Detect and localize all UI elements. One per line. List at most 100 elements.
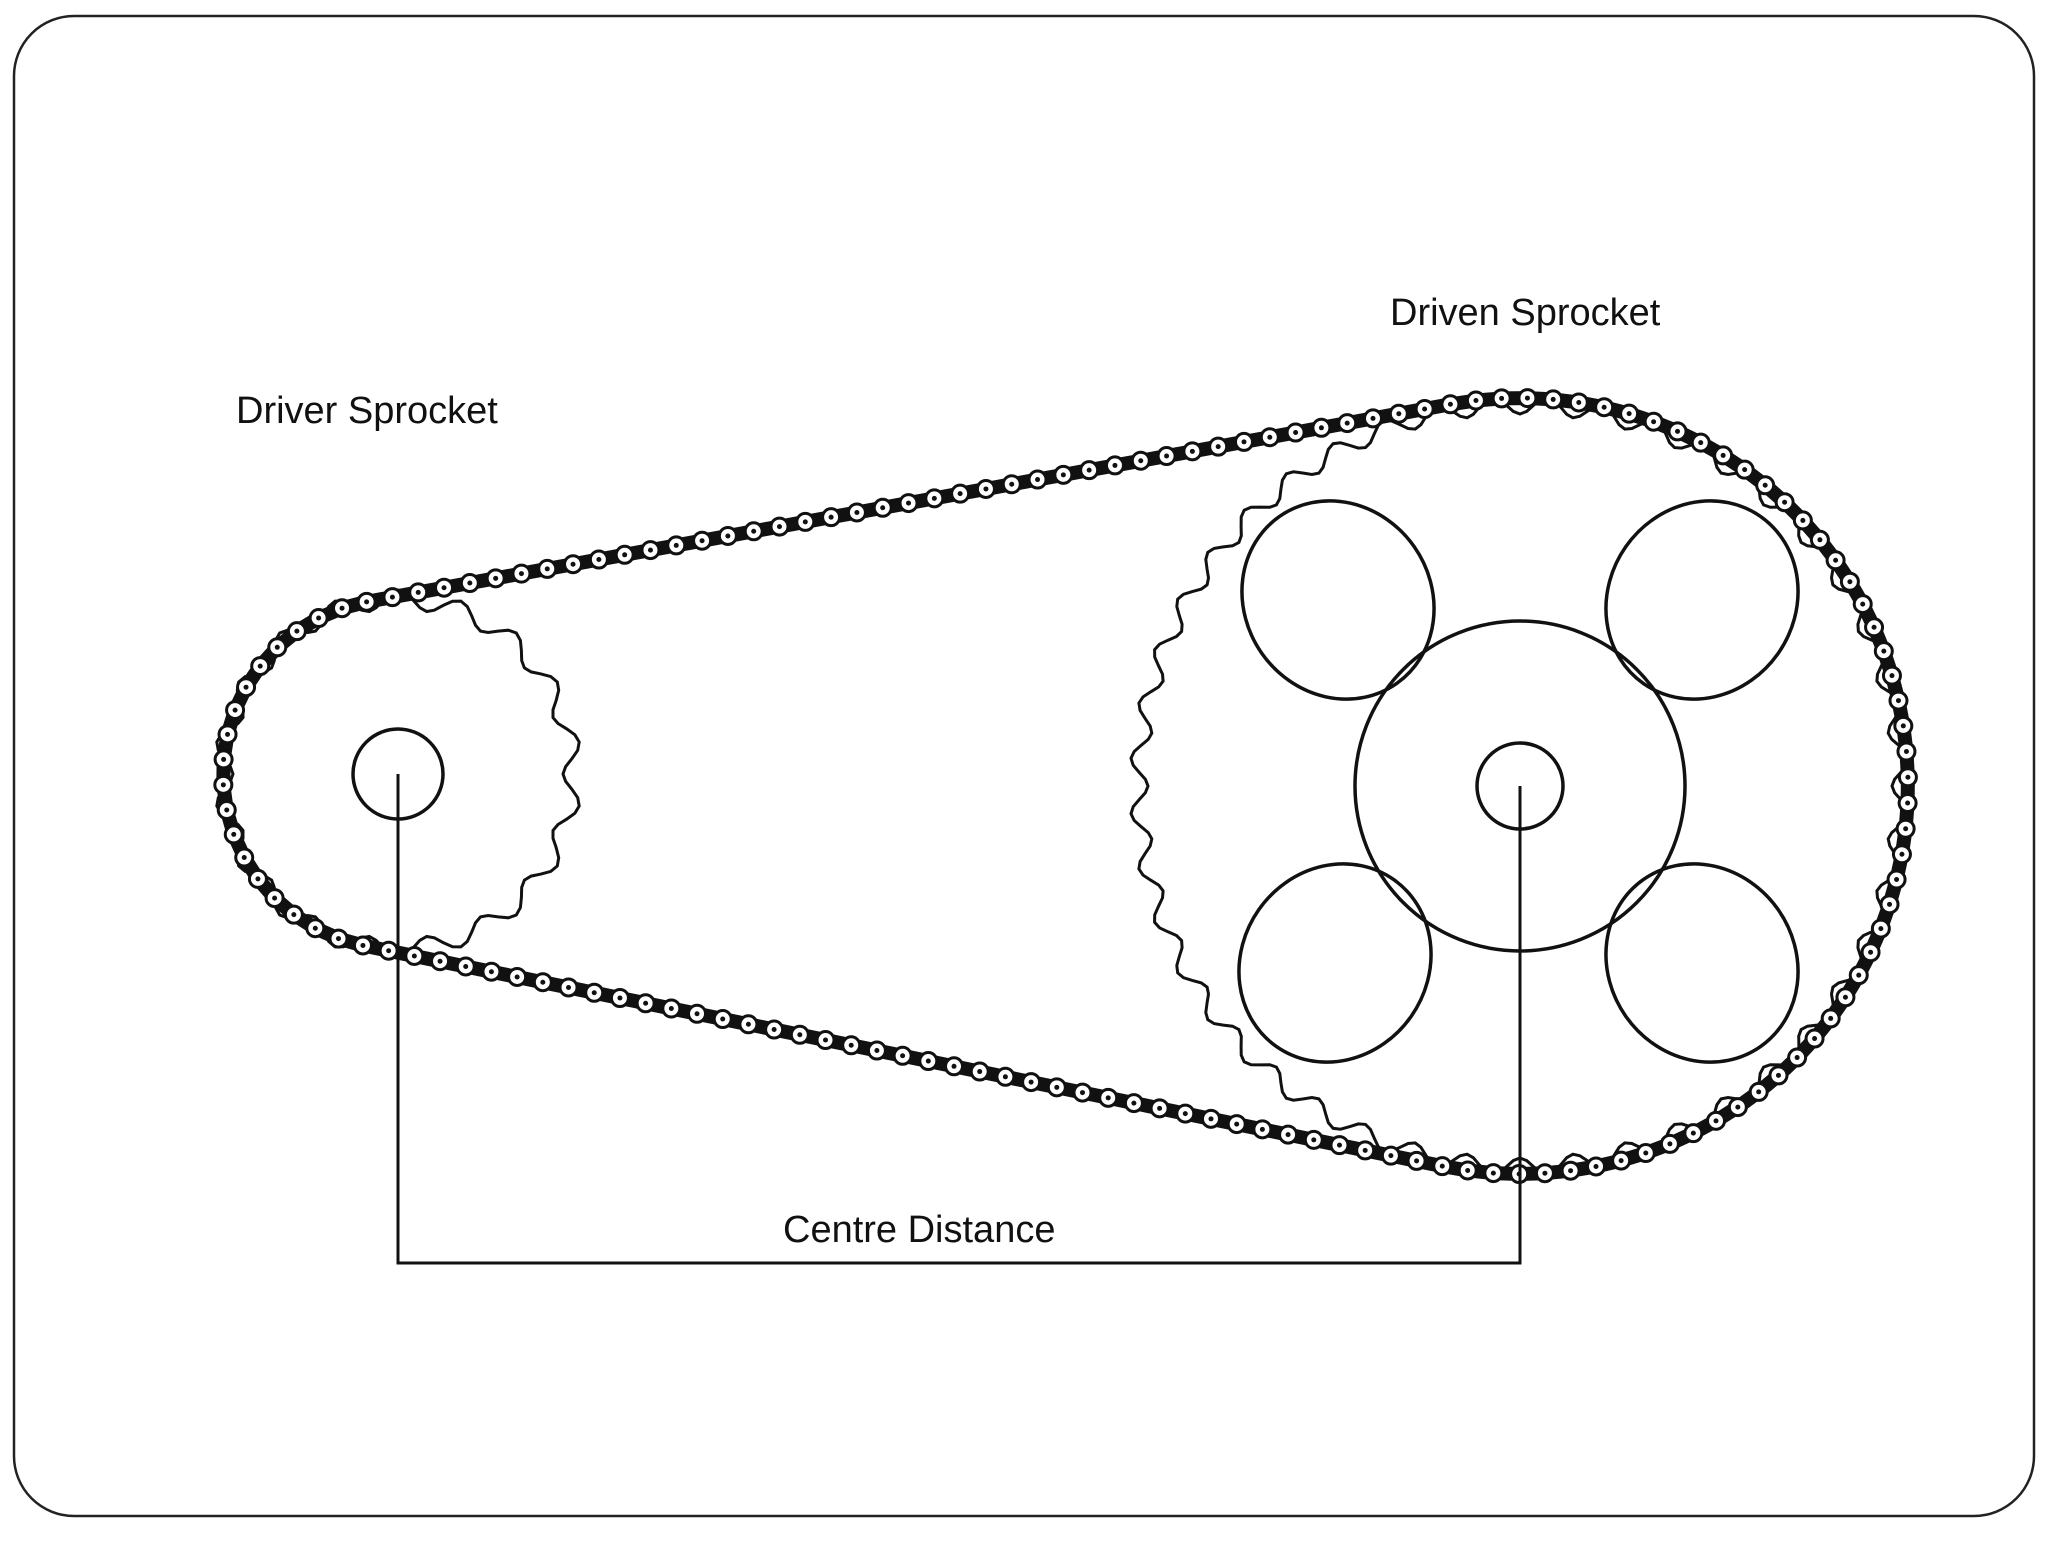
chain-roller-pin xyxy=(1903,826,1908,831)
chain-roller-pin xyxy=(1371,416,1376,421)
chain-roller-pin xyxy=(1594,1164,1599,1169)
chain-roller-pin xyxy=(1896,698,1901,703)
chain-roller-pin xyxy=(258,664,263,669)
chain-roller-pin xyxy=(900,1053,905,1058)
chain-roller-pin xyxy=(1812,1036,1817,1041)
chain-roller-pin xyxy=(746,1022,751,1027)
chain-roller-pin xyxy=(700,538,705,543)
chain-roller-pin xyxy=(1721,453,1726,458)
chain-roller-pin xyxy=(313,926,318,931)
chain-roller-pin xyxy=(617,995,622,1000)
chain-roller-pin xyxy=(1698,440,1703,445)
chain-roller-pin xyxy=(1293,430,1298,435)
driver-sprocket-label: Driver Sprocket xyxy=(236,390,498,432)
chain-roller-pin xyxy=(1651,419,1656,424)
chain-roller-pin xyxy=(854,510,859,515)
chain-roller-pin xyxy=(1901,723,1906,728)
chain-roller-pin xyxy=(386,948,391,953)
chain-roller-pin xyxy=(1905,775,1910,780)
chain-roller-pin xyxy=(695,1011,700,1016)
chain-roller-pin xyxy=(1602,405,1607,410)
chain-roller-pin xyxy=(1800,518,1805,523)
chain-roller-pin xyxy=(926,1059,931,1064)
chain-roller-pin xyxy=(849,1043,854,1048)
chain-roller-pin xyxy=(242,855,247,860)
chain-roller-pin xyxy=(1448,402,1453,407)
chain-roller-pin xyxy=(674,543,679,548)
driven-sprocket-label: Driven Sprocket xyxy=(1390,292,1661,334)
chain-roller-pin xyxy=(1576,400,1581,405)
chain-roller-pin xyxy=(1899,852,1904,857)
chain-roller-pin xyxy=(1112,463,1117,468)
chain-roller-pin xyxy=(1525,396,1530,401)
chain-roller-pin xyxy=(364,599,369,604)
chain-roller-pin xyxy=(221,782,226,787)
chain-roller-pin xyxy=(1627,411,1632,416)
chain-roller-pin xyxy=(225,732,230,737)
chain-roller-pin xyxy=(1138,458,1143,463)
chain-roller-pin xyxy=(1267,435,1272,440)
chain-roller-pin xyxy=(1763,483,1768,488)
chain-roller-pin xyxy=(1286,1132,1291,1137)
chain-roller-pin xyxy=(977,1069,982,1074)
chain-roller-pin xyxy=(720,1017,725,1022)
chain-roller-pin xyxy=(823,1038,828,1043)
chain-roller-pin xyxy=(316,616,321,621)
chain-roller-pin xyxy=(340,606,345,611)
chain-roller-pin xyxy=(592,990,597,995)
chain-roller-pin xyxy=(1473,398,1478,403)
chain-roller-pin xyxy=(1714,1118,1719,1123)
chain-roller-pin xyxy=(515,974,520,979)
chain-roller-pin xyxy=(360,943,365,948)
chain-roller-pin xyxy=(1491,1171,1496,1176)
chain-roller-pin xyxy=(255,876,260,881)
chain-roller-pin xyxy=(390,595,395,600)
chain-roller-pin xyxy=(1878,926,1883,931)
chain-roller-pin xyxy=(519,571,524,576)
chain-roller-pin xyxy=(1868,950,1873,955)
chain-roller-pin xyxy=(1817,537,1822,542)
chain-roller-pin xyxy=(1080,1090,1085,1095)
chain-roller-pin xyxy=(1422,406,1427,411)
chain-roller-pin xyxy=(1856,973,1861,978)
chain-roller-pin xyxy=(1003,1074,1008,1079)
chain-roller-pin xyxy=(438,959,443,964)
chain-roller-pin xyxy=(777,524,782,529)
chain-roller-pin xyxy=(1776,1073,1781,1078)
chain-roller-pin xyxy=(1675,429,1680,434)
chain-roller-pin xyxy=(669,1006,674,1011)
chain-roller-pin xyxy=(224,807,229,812)
chain-roller-pin xyxy=(291,912,296,917)
chain-roller-pin xyxy=(566,985,571,990)
chain-roller-pin xyxy=(1396,411,1401,416)
chain-roller-pin xyxy=(1860,602,1865,607)
chain-roller-pin xyxy=(1190,449,1195,454)
chain-roller-pin xyxy=(1872,625,1877,630)
chain-roller-pin xyxy=(648,548,653,553)
chain-roller-pin xyxy=(1889,673,1894,678)
chain-roller-pin xyxy=(1619,1158,1624,1163)
chain-roller-pin xyxy=(906,501,911,506)
chain-roller-pin xyxy=(571,562,576,567)
chain-roller-pin xyxy=(233,708,238,713)
chain-roller-pin xyxy=(416,590,421,595)
chain-roller-pin xyxy=(1499,396,1504,401)
chain-roller-pin xyxy=(412,953,417,958)
chain-roller-pin xyxy=(1735,1105,1740,1110)
chain-roller-pin xyxy=(275,645,280,650)
chain-roller-pin xyxy=(1847,579,1852,584)
chain-roller-pin xyxy=(958,491,963,496)
chain-roller-pin xyxy=(1311,1137,1316,1142)
chain-roller-pin xyxy=(545,566,550,571)
chain-roller-pin xyxy=(272,896,277,901)
chain-roller-pin xyxy=(1157,1106,1162,1111)
chain-roller-pin xyxy=(1260,1127,1265,1132)
chain-roller-pin xyxy=(1643,1151,1648,1156)
chain-roller-pin xyxy=(1363,1148,1368,1153)
chain-roller-pin xyxy=(244,685,249,690)
chain-roller-pin xyxy=(463,964,468,969)
chain-roller-pin xyxy=(1087,468,1092,473)
chain-roller-pin xyxy=(874,1048,879,1053)
